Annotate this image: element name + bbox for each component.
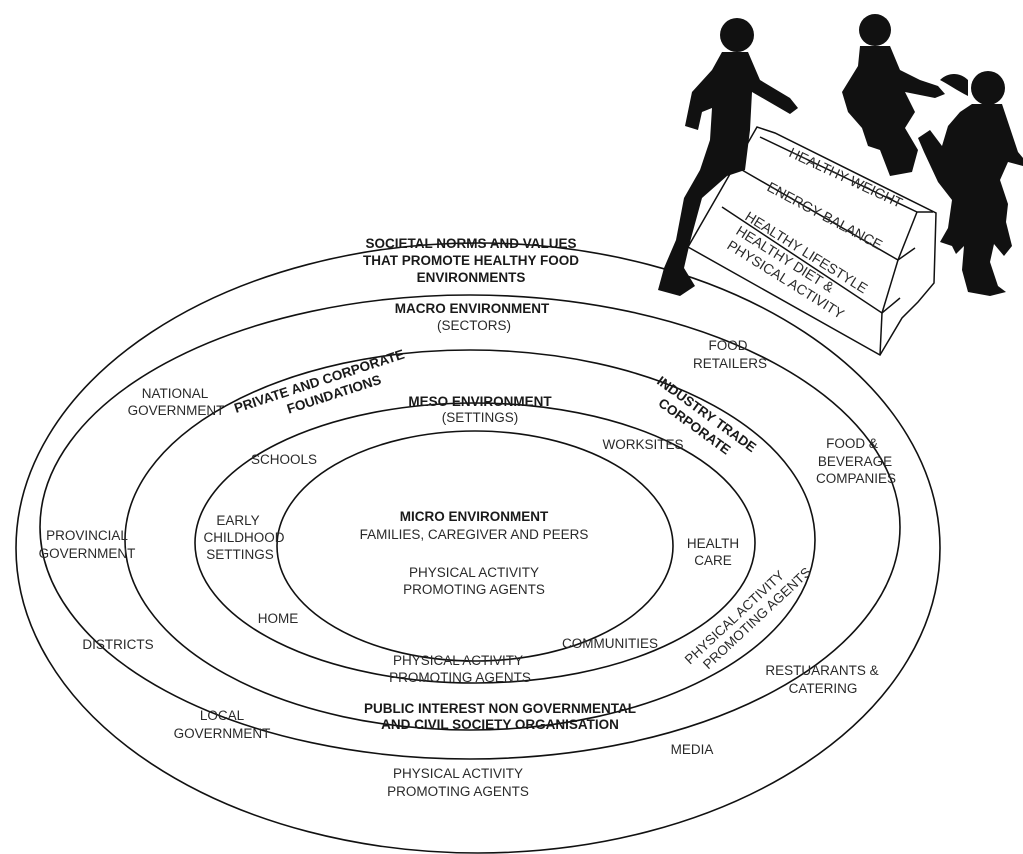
local-government-line-2: GOVERNMENT [174,726,271,741]
meso-ring [194,402,756,684]
food-retailers-line-1: FOOD [709,338,748,353]
public-interest-label: PUBLIC INTEREST NON GOVERNMENTAL AND CIV… [364,701,636,732]
running-child-figure-left [658,18,798,296]
running-child-figure-middle [842,14,945,176]
provincial-government-line-2: GOVERNMENT [39,546,136,561]
staircase [686,126,937,357]
societal-title-line-2: THAT PROMOTE HEALTHY FOOD [363,253,579,268]
national-government-line-2: GOVERNMENT [128,403,225,418]
running-girl-figure-right [918,71,1023,296]
provincial-government-label: PROVINCIAL GOVERNMENT [39,528,136,561]
local-government-label: LOCAL GOVERNMENT [174,708,271,741]
societal-title-line-1: SOCIETAL NORMS AND VALUES [365,236,576,251]
early-childhood-label: EARLY CHILDHOOD SETTINGS [203,513,284,562]
home-label: HOME [258,611,299,626]
food-beverage-line-1: FOOD & [826,436,878,451]
micro-pa-line-1: PHYSICAL ACTIVITY [409,565,539,580]
private-pa-agents-label: PHYSICAL ACTIVITY PROMOTING AGENTS [682,564,814,672]
food-retailers-label: FOOD RETAILERS [693,338,767,371]
communities-label: COMMUNITIES [562,636,658,651]
private-ring [124,349,816,731]
public-interest-line-2: AND CIVIL SOCIETY ORGANISATION [381,717,619,732]
meso-pa-line-2: PROMOTING AGENTS [389,670,531,685]
early-childhood-line-2: CHILDHOOD [203,530,284,545]
macro-title: MACRO ENVIRONMENT [395,301,550,316]
provincial-government-line-1: PROVINCIAL [46,528,128,543]
restaurants-line-2: CATERING [789,681,858,696]
macro-ring [39,294,901,760]
societal-pa-agents: PHYSICAL ACTIVITY PROMOTING AGENTS [387,766,529,799]
macro-subtitle: (SECTORS) [437,318,511,333]
restaurants-line-1: RESTUARANTS & [765,663,878,678]
societal-pa-line-2: PROMOTING AGENTS [387,784,529,799]
early-childhood-line-3: SETTINGS [206,547,274,562]
micro-title: MICRO ENVIRONMENT [400,509,549,524]
food-beverage-line-2: BEVERAGE [818,454,892,469]
food-beverage-line-3: COMPANIES [816,471,896,486]
societal-ring [15,242,941,854]
districts-label: DISTRICTS [82,637,153,652]
meso-subtitle: (SETTINGS) [442,410,519,425]
societal-title-line-3: ENVIRONMENTS [417,270,526,285]
micro-pa-line-2: PROMOTING AGENTS [403,582,545,597]
food-retailers-line-2: RETAILERS [693,356,767,371]
meso-pa-agents: PHYSICAL ACTIVITY PROMOTING AGENTS [389,653,531,685]
media-label: MEDIA [671,742,714,757]
private-pa-line-1: PHYSICAL ACTIVITY [682,568,787,668]
local-government-line-1: LOCAL [200,708,245,723]
public-interest-line-1: PUBLIC INTEREST NON GOVERNMENTAL [364,701,636,716]
early-childhood-line-1: EARLY [216,513,259,528]
societal-pa-line-1: PHYSICAL ACTIVITY [393,766,523,781]
industry-trade-label: INDUSTRY TRADE CORPORATE [654,373,759,457]
national-government-label: NATIONAL GOVERNMENT [128,386,225,418]
health-care-label: HEALTH CARE [687,536,739,568]
health-care-line-1: HEALTH [687,536,739,551]
micro-pa-agents: PHYSICAL ACTIVITY PROMOTING AGENTS [403,565,545,597]
worksites-label: WORKSITES [602,437,683,452]
food-beverage-label: FOOD & BEVERAGE COMPANIES [816,436,896,486]
meso-title: MESO ENVIRONMENT [408,394,552,409]
national-government-line-1: NATIONAL [142,386,209,401]
private-pa-line-2: PROMOTING AGENTS [700,564,814,672]
schools-label: SCHOOLS [251,452,317,467]
societal-title: SOCIETAL NORMS AND VALUES THAT PROMOTE H… [363,236,579,285]
health-care-line-2: CARE [694,553,732,568]
micro-ring [276,430,674,662]
micro-subtitle: FAMILIES, CAREGIVER AND PEERS [360,527,589,542]
meso-pa-line-1: PHYSICAL ACTIVITY [393,653,523,668]
restaurants-label: RESTUARANTS & CATERING [765,663,878,696]
